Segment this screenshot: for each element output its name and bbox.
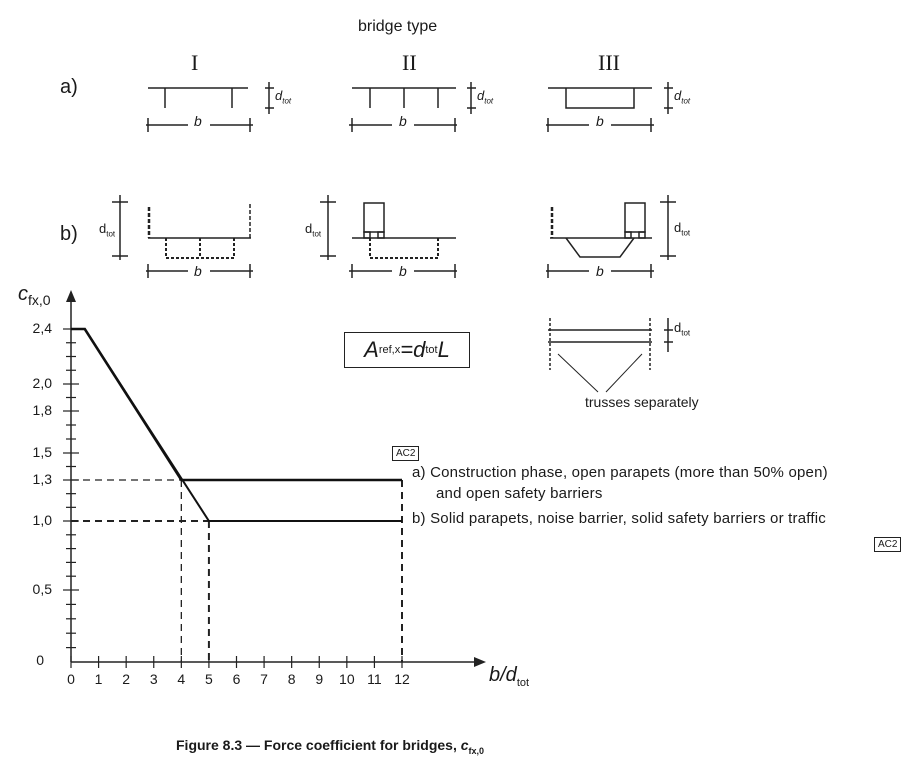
y-tick-label: 2,4 xyxy=(32,320,52,336)
force-coefficient-chart xyxy=(63,290,486,668)
bridge-type-I-label: I xyxy=(191,50,199,75)
d-tot-label: dtot xyxy=(674,320,691,338)
d-tot-label: dtot xyxy=(305,221,322,239)
x-tick-label: 11 xyxy=(367,671,382,687)
legend-b: b) Solid parapets, noise barrier, solid … xyxy=(412,510,826,527)
bridge-section-a-III xyxy=(546,82,673,132)
x-tick-label: 0 xyxy=(67,671,75,687)
y-tick-label: 1,3 xyxy=(32,471,52,487)
bridge-section-b-II xyxy=(320,195,457,278)
row-b-label: b) xyxy=(60,223,78,245)
bridge-section-b-III xyxy=(546,195,676,278)
d-tot-label: dtot xyxy=(674,88,691,106)
x-tick-label: 8 xyxy=(287,671,296,687)
x-tick-label: 12 xyxy=(394,671,410,687)
ac2-open-tag: AC2 xyxy=(392,446,420,461)
x-tick-label: 9 xyxy=(315,671,324,687)
ac2-close-tag: AC2 xyxy=(874,537,902,552)
bridge-type-II-label: II xyxy=(402,50,417,75)
b-width-label: b xyxy=(194,113,202,129)
series-line-b xyxy=(71,328,402,522)
y-axis-arrow xyxy=(66,290,76,302)
y-tick-label: 1,8 xyxy=(32,402,52,418)
x-tick-label: 1 xyxy=(94,671,103,687)
trusses-label: trusses separately xyxy=(585,394,699,410)
bridge-type-label: bridge type xyxy=(358,18,438,35)
d-tot-label: dtot xyxy=(99,221,116,239)
legend-a-line2: and open safety barriers xyxy=(436,485,603,502)
figure-caption: Figure 8.3 — Force coefficient for bridg… xyxy=(176,737,485,756)
x-tick-label: 6 xyxy=(232,671,241,687)
x-axis-arrow xyxy=(474,657,486,667)
b-width-label: b xyxy=(596,113,604,129)
row-a-label: a) xyxy=(60,76,78,98)
bridge-section-a-I xyxy=(146,82,274,132)
x-tick-label: 10 xyxy=(339,671,355,687)
y-tick-label: 2,0 xyxy=(32,375,52,391)
b-width-label: b xyxy=(596,263,604,279)
x-axis-label: b/dtot xyxy=(489,664,530,689)
x-tick-label: 2 xyxy=(122,671,131,687)
legend-a-line1: a) Construction phase, open parapets (mo… xyxy=(412,464,828,481)
d-tot-label: dtot xyxy=(674,220,691,238)
x-tick-label: 7 xyxy=(260,671,268,687)
trusses-section xyxy=(548,318,673,393)
x-tick-label: 4 xyxy=(177,671,186,687)
bridge-type-III-label: III xyxy=(598,50,620,75)
x-tick-label: 3 xyxy=(149,671,158,687)
d-tot-label: dtot xyxy=(477,88,494,106)
y-tick-label: 0 xyxy=(36,652,44,668)
b-width-label: b xyxy=(399,263,407,279)
x-tick-label: 5 xyxy=(205,671,213,687)
y-tick-label: 1,0 xyxy=(32,512,52,528)
b-width-label: b xyxy=(399,113,407,129)
series-line-a xyxy=(71,327,402,482)
d-tot-label: dtot xyxy=(275,88,292,106)
b-width-label: b xyxy=(194,263,202,279)
bridge-section-b-I xyxy=(112,195,253,278)
y-axis-label: cfx,0 xyxy=(18,283,51,308)
bridge-section-a-II xyxy=(349,82,476,132)
y-tick-label: 1,5 xyxy=(32,444,52,460)
y-tick-label: 0,5 xyxy=(32,581,52,597)
